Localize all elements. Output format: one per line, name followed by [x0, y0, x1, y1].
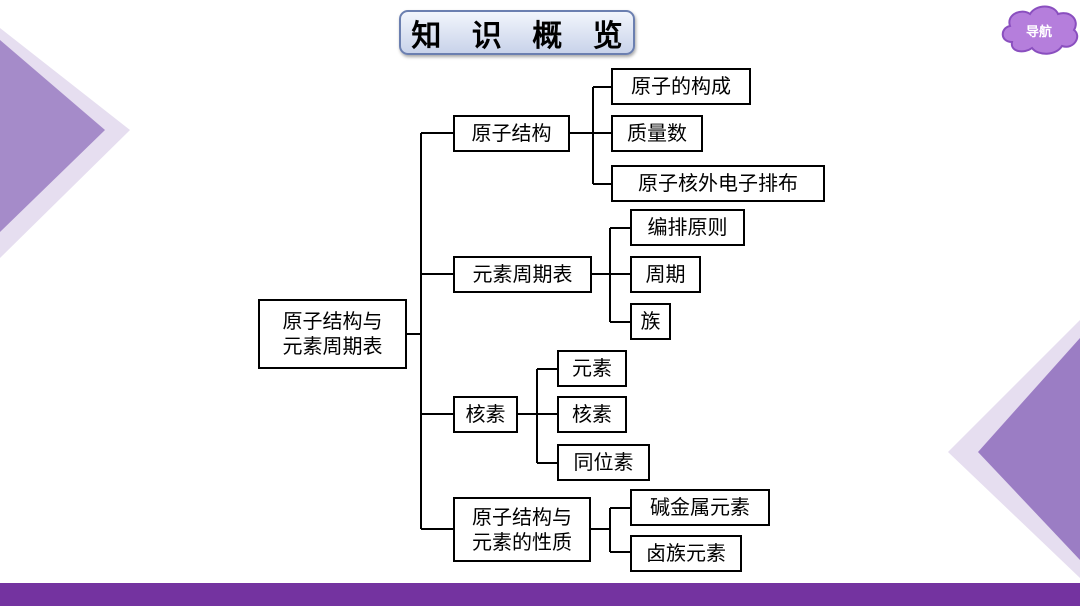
branch-periodic-table: 元素周期表	[453, 256, 592, 293]
branch-nuclide: 核素	[453, 396, 518, 433]
leaf-element: 元素	[557, 350, 627, 387]
cloud-icon	[1001, 5, 1079, 55]
leaf-nuclide: 核素	[557, 396, 627, 433]
leaf-halogens: 卤族元素	[630, 535, 742, 572]
nav-button[interactable]: 导航	[998, 2, 1080, 58]
leaf-atom-composition: 原子的构成	[611, 68, 751, 105]
left-triangle	[0, 40, 105, 232]
leaf-period: 周期	[630, 256, 701, 293]
leaf-isotope: 同位素	[557, 444, 650, 481]
leaf-mass-number: 质量数	[611, 115, 703, 152]
leaf-arrangement-principle: 编排原则	[630, 209, 745, 246]
leaf-group: 族	[630, 303, 671, 340]
branch-atomic-structure: 原子结构	[453, 115, 570, 152]
branch-structure-properties: 原子结构与 元素的性质	[453, 497, 591, 562]
root-node: 原子结构与 元素周期表	[258, 299, 407, 369]
page-title: 知 识 概 览	[399, 10, 635, 55]
right-triangle	[978, 338, 1080, 560]
bottom-bar	[0, 583, 1080, 606]
leaf-alkali-metals: 碱金属元素	[630, 489, 770, 526]
nav-label: 导航	[1025, 24, 1052, 40]
leaf-electron-configuration: 原子核外电子排布	[611, 165, 825, 202]
